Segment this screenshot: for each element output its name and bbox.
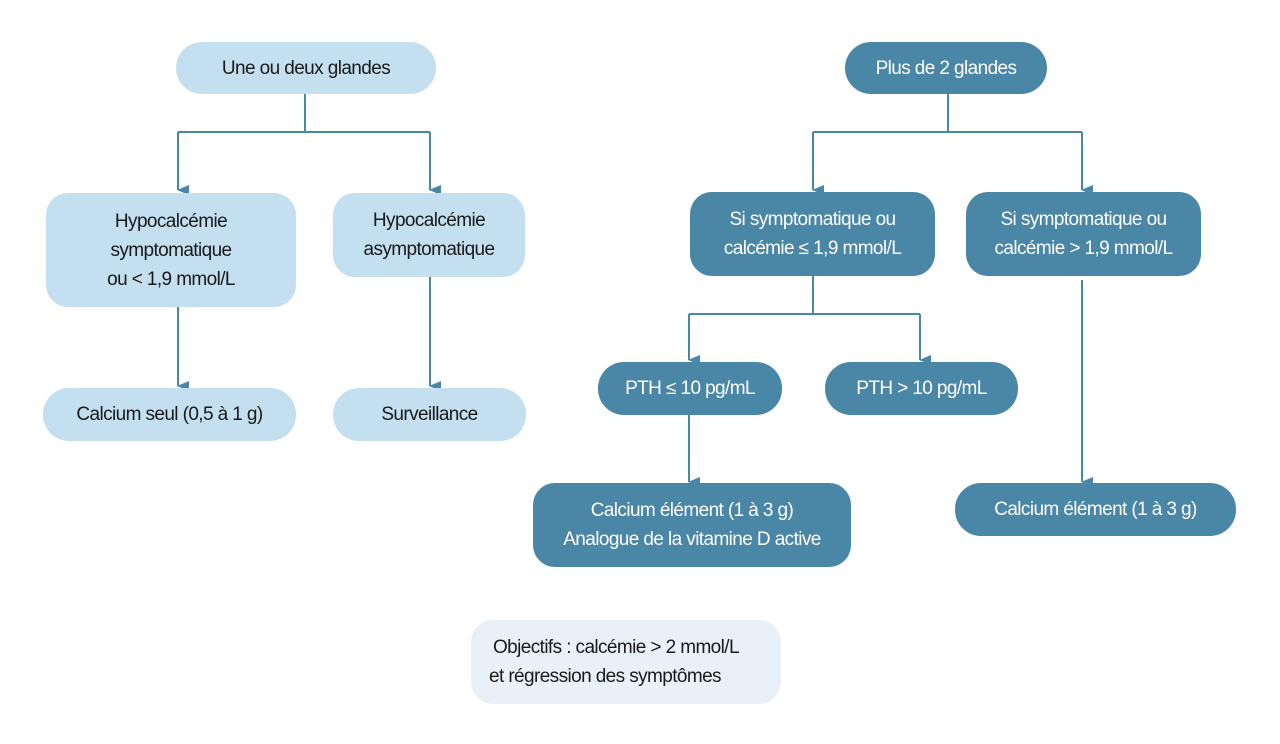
node-label-line: symptomatique [110,239,232,261]
node-pth-superieure: PTH > 10 pg/mL [825,362,1018,415]
node-label: Plus de 2 glandes [875,57,1017,79]
node-label: Calcium seul (0,5 à 1 g) [76,404,263,425]
node-label-line: Hypocalcémie [114,210,228,232]
node-label: PTH > 10 pg/mL [856,378,987,399]
connector-low-calcemia [689,275,920,315]
node-une-ou-deux-glandes: Une ou deux glandes [176,42,436,94]
node-hypocalcemie-symptomatique: Hypocalcémie symptomatique ou < 1,9 mmol… [46,193,296,307]
node-calcium-element: Calcium élément (1 à 3 g) [955,483,1236,536]
node-hypocalcemie-asymptomatique: Hypocalcémie asymptomatique [333,193,525,277]
node-label-line: Hypocalcémie [372,210,486,231]
node-label-line: Analogue de la vitamine D active [563,529,821,550]
node-label-line: asymptomatique [363,239,495,260]
node-pth-inferieure: PTH ≤ 10 pg/mL [598,362,782,415]
node-surveillance: Surveillance [333,388,526,441]
node-label-line: Calcium élément (1 à 3 g) [590,500,794,521]
node-label-line: ou < 1,9 mmol/L [107,268,235,290]
node-label-line: calcémie > 1,9 mmol/L [994,238,1173,259]
objectives-line: Objectifs : calcémie > 2 mmol/L [493,637,740,658]
node-calcium-seul: Calcium seul (0,5 à 1 g) [43,388,296,441]
node-label-line: Si symptomatique ou [1000,209,1167,230]
node-label-line: calcémie ≤ 1,9 mmol/L [723,238,902,259]
objectives-note: Objectifs : calcémie > 2 mmol/L et régre… [471,620,781,704]
node-calcemie-superieure: Si symptomatique ou calcémie > 1,9 mmol/… [966,192,1201,276]
node-calcemie-inferieure: Si symptomatique ou calcémie ≤ 1,9 mmol/… [690,192,935,276]
node-label: Une ou deux glandes [221,57,391,79]
node-calcium-vitamine-d: Calcium élément (1 à 3 g) Analogue de la… [533,483,851,567]
objectives-line: et régression des symptômes [489,666,722,687]
node-label: Calcium élément (1 à 3 g) [994,499,1197,520]
node-plus-de-2-glandes: Plus de 2 glandes [845,42,1047,94]
node-label-line: Si symptomatique ou [729,209,896,230]
node-label: Surveillance [381,404,478,425]
connector-left-root [178,94,430,133]
connector-right-root [813,94,1082,133]
node-label: PTH ≤ 10 pg/mL [625,378,755,399]
